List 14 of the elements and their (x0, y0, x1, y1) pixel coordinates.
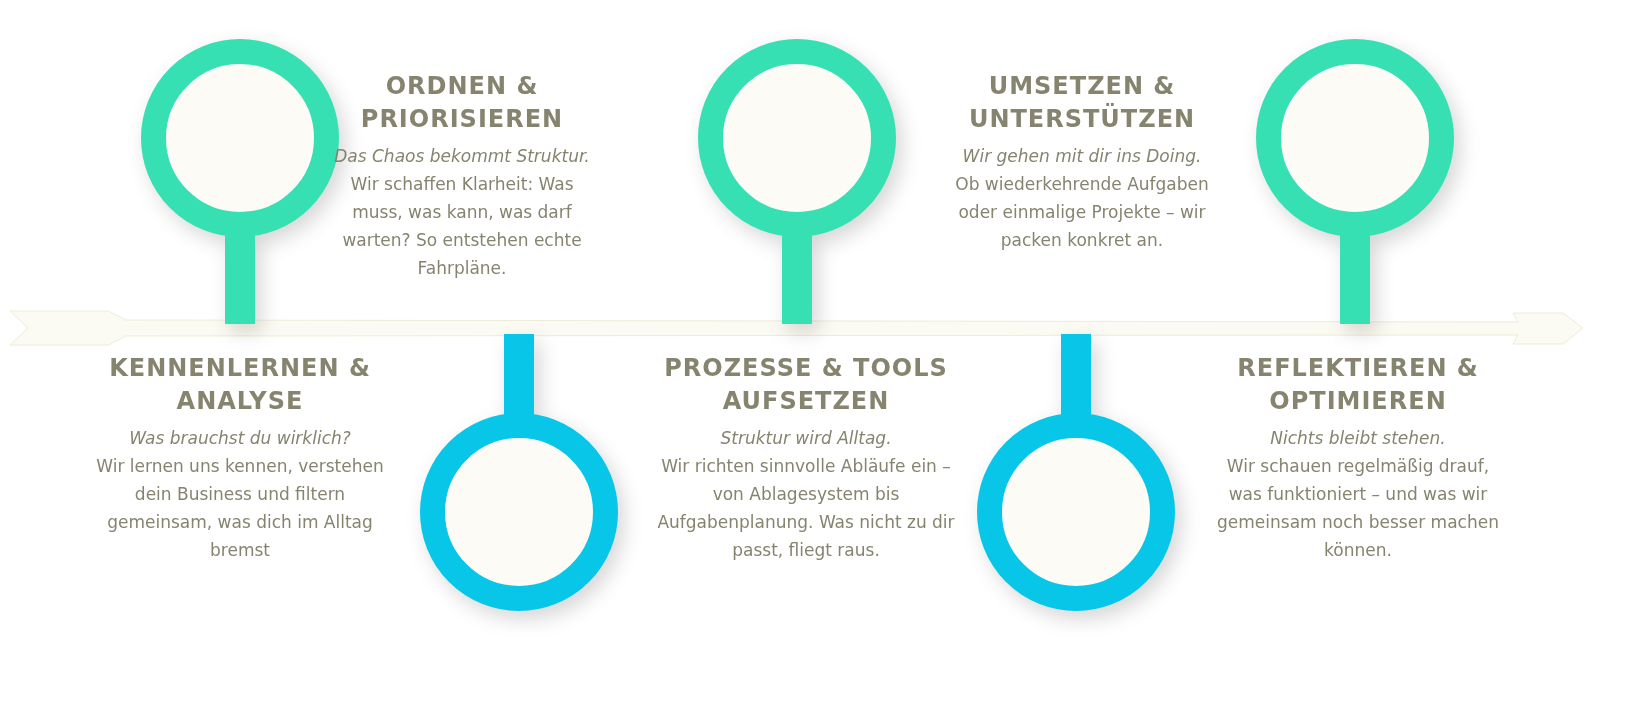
step-heading: KENNENLERNEN & ANALYSE (108, 353, 372, 417)
step-description: Wir schaffen Klarheit: Was muss, was kann, was darf warten? So entstehen echte Fahrpläne. (341, 173, 583, 280)
step-description: Wir schauen regelmäßig drauf, was funktioniert – und was wir gemeinsam noch besser machen können. (1216, 455, 1500, 562)
step-tagline: Wir gehen mit dir ins Doing. (961, 145, 1203, 168)
step-description: Wir richten sinnvolle Abläufe ein – von Ablagesystem bis Aufgabenplanung. Was nicht zu dir passt, fliegt raus. (656, 455, 956, 562)
step-description: Ob wiederkehrende Aufgaben oder einmalige Projekte – wir packen konkret an. (954, 173, 1210, 252)
step-heading: ORDNEN & PRIORISIEREN (359, 71, 565, 135)
step-heading: PROZESSE & TOOLS AUFSETZEN (663, 353, 949, 417)
step-tagline: Was brauchst du wirklich? (128, 427, 352, 450)
step-heading: UMSETZEN & UNTERSTÜTZEN (967, 71, 1197, 135)
step-heading: REFLEKTIEREN & OPTIMIEREN (1236, 353, 1480, 417)
step-description: Wir lernen uns kennen, verstehen dein Business und filtern gemeinsam, was dich im Alltag bremst (95, 455, 385, 562)
step-tagline: Nichts bleibt stehen. (1269, 427, 1447, 450)
step-tagline: Struktur wird Alltag. (719, 427, 893, 450)
